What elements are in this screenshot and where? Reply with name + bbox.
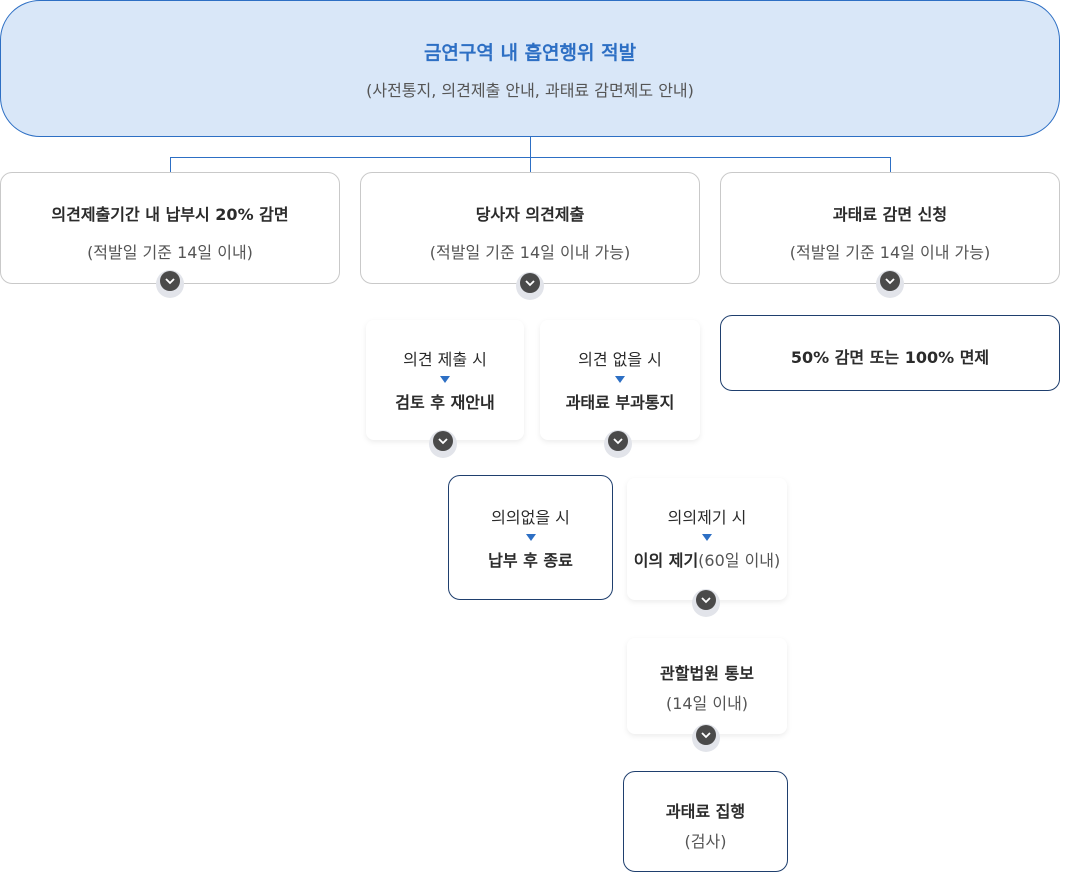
option-reduction-request-subtitle: (적발일 기준 14일 이내 가능)	[789, 243, 991, 262]
objection-box: 의의제기 시 이의 제기(60일 이내)	[627, 478, 787, 600]
no-objection-result: 납부 후 종료	[488, 551, 573, 570]
connector-left-down	[170, 157, 171, 172]
chevron-down-icon	[696, 725, 716, 745]
court-notice-title: 관할법원 통보	[660, 664, 754, 683]
top-step-title: 금연구역 내 흡연행위 적발	[423, 42, 637, 64]
no-opinion-condition: 의견 없을 시	[578, 350, 662, 369]
court-notice-subtitle: (14일 이내)	[665, 694, 749, 713]
top-step-subtitle: (사전통지, 의견제출 안내, 과태료 감면제도 안내)	[366, 81, 694, 100]
no-objection-condition: 의의없을 시	[491, 508, 570, 527]
review-result: 검토 후 재안내	[395, 393, 495, 412]
review-box: 의견 제출 시 검토 후 재안내	[366, 320, 524, 440]
execution-box: 과태료 집행 (검사)	[623, 771, 788, 872]
top-step-box: 금연구역 내 흡연행위 적발 (사전통지, 의견제출 안내, 과태료 감면제도 …	[0, 0, 1060, 137]
execution-title: 과태료 집행	[665, 802, 746, 821]
option-opinion-submit-box: 당사자 의견제출 (적발일 기준 14일 이내 가능)	[360, 172, 700, 284]
option-reduction-request-box: 과태료 감면 신청 (적발일 기준 14일 이내 가능)	[720, 172, 1060, 284]
chevron-down-icon	[608, 431, 628, 451]
chevron-down-icon	[696, 590, 716, 610]
arrow-down-triangle-icon	[525, 534, 536, 541]
option-early-payment-box: 의견제출기간 내 납부시 20% 감면 (적발일 기준 14일 이내)	[0, 172, 340, 284]
objection-result-period: (60일 이내)	[698, 551, 781, 570]
connector-right-down	[890, 157, 891, 172]
objection-condition: 의의제기 시	[667, 508, 747, 527]
option-reduction-request-title: 과태료 감면 신청	[832, 205, 948, 224]
no-objection-box: 의의없을 시 납부 후 종료	[448, 475, 613, 600]
arrow-down-triangle-icon	[702, 534, 712, 541]
no-opinion-result: 과태료 부과통지	[565, 393, 675, 412]
execution-subtitle: (검사)	[684, 832, 727, 851]
arrow-down-triangle-icon	[615, 376, 625, 383]
chevron-down-icon	[520, 273, 540, 293]
chevron-down-icon	[880, 271, 900, 291]
connector-center-up	[530, 137, 531, 172]
objection-result-bold: 이의 제기	[633, 551, 699, 570]
chevron-down-icon	[433, 431, 453, 451]
option-early-payment-title: 의견제출기간 내 납부시 20% 감면	[51, 205, 289, 224]
chevron-down-icon	[160, 271, 180, 291]
arrow-down-triangle-icon	[440, 376, 450, 383]
no-opinion-box: 의견 없을 시 과태료 부과통지	[540, 320, 700, 440]
option-early-payment-subtitle: (적발일 기준 14일 이내)	[87, 243, 253, 262]
court-notice-box: 관할법원 통보 (14일 이내)	[627, 638, 787, 734]
option-opinion-submit-subtitle: (적발일 기준 14일 이내 가능)	[429, 243, 631, 262]
review-condition: 의견 제출 시	[403, 350, 487, 369]
reduction-result-text: 50% 감면 또는 100% 면제	[790, 348, 990, 367]
objection-result: 이의 제기(60일 이내)	[627, 547, 787, 571]
option-opinion-submit-title: 당사자 의견제출	[475, 205, 585, 224]
reduction-result-box: 50% 감면 또는 100% 면제	[720, 315, 1060, 391]
